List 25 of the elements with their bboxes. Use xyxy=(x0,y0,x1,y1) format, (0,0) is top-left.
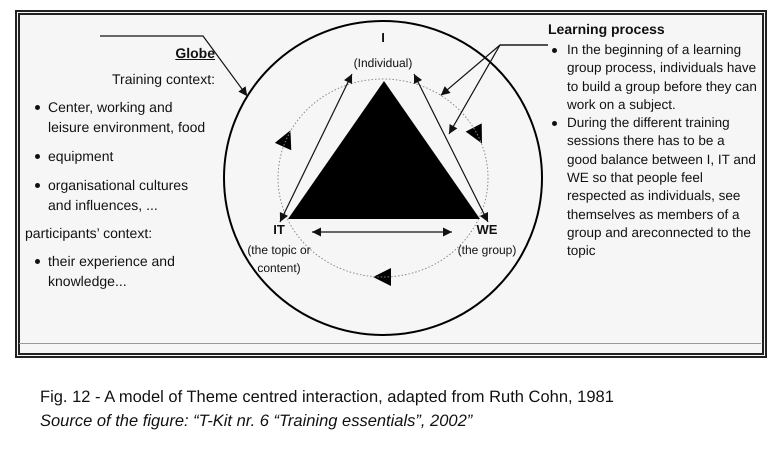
source-note: Source of the figure: “T-Kit nr. 6 “Training essentials”, 2002” xyxy=(40,411,472,432)
leader-arrow xyxy=(100,35,248,97)
double-arrow xyxy=(279,74,353,222)
bullet-text: their experience and knowledge... xyxy=(48,253,175,289)
context-heading: Training context: xyxy=(111,70,215,89)
vertex-description: (the topic or content) xyxy=(246,242,312,277)
double-arrow xyxy=(312,228,452,236)
bullet-text: During the different training sessions there has to be a good balance between I, IT and WE so that people feel respected as individuals, see themselves as members of a group and areconnected to the topic xyxy=(567,115,756,258)
figure-caption: Fig. 12 - A model of Theme centred interaction, adapted from Ruth Cohn, 1981 xyxy=(40,387,614,408)
leader-arrow xyxy=(448,44,548,134)
vertex-label: I xyxy=(380,30,386,46)
double-arrow xyxy=(413,74,489,222)
bullet-text: equipment xyxy=(48,148,114,164)
section-heading: Learning process xyxy=(548,20,666,38)
context-heading: participants’ context: xyxy=(25,224,154,243)
vertex-label: IT xyxy=(272,222,286,238)
section-heading: Globe xyxy=(174,44,215,62)
bullet-text: Center, working and leisure environment, food xyxy=(48,99,206,135)
outer-circle xyxy=(224,21,542,335)
vertex-description: (Individual) xyxy=(352,55,414,72)
bullet-text: organisational cultures and influences, ... xyxy=(48,177,188,213)
vertex-description: (the group) xyxy=(456,242,518,259)
vertex-label: WE xyxy=(476,222,498,238)
triangle-shape xyxy=(288,81,480,219)
bullet-text: In the beginning of a learning group process, individuals have to build a group before they can work on a subject. xyxy=(567,42,757,112)
